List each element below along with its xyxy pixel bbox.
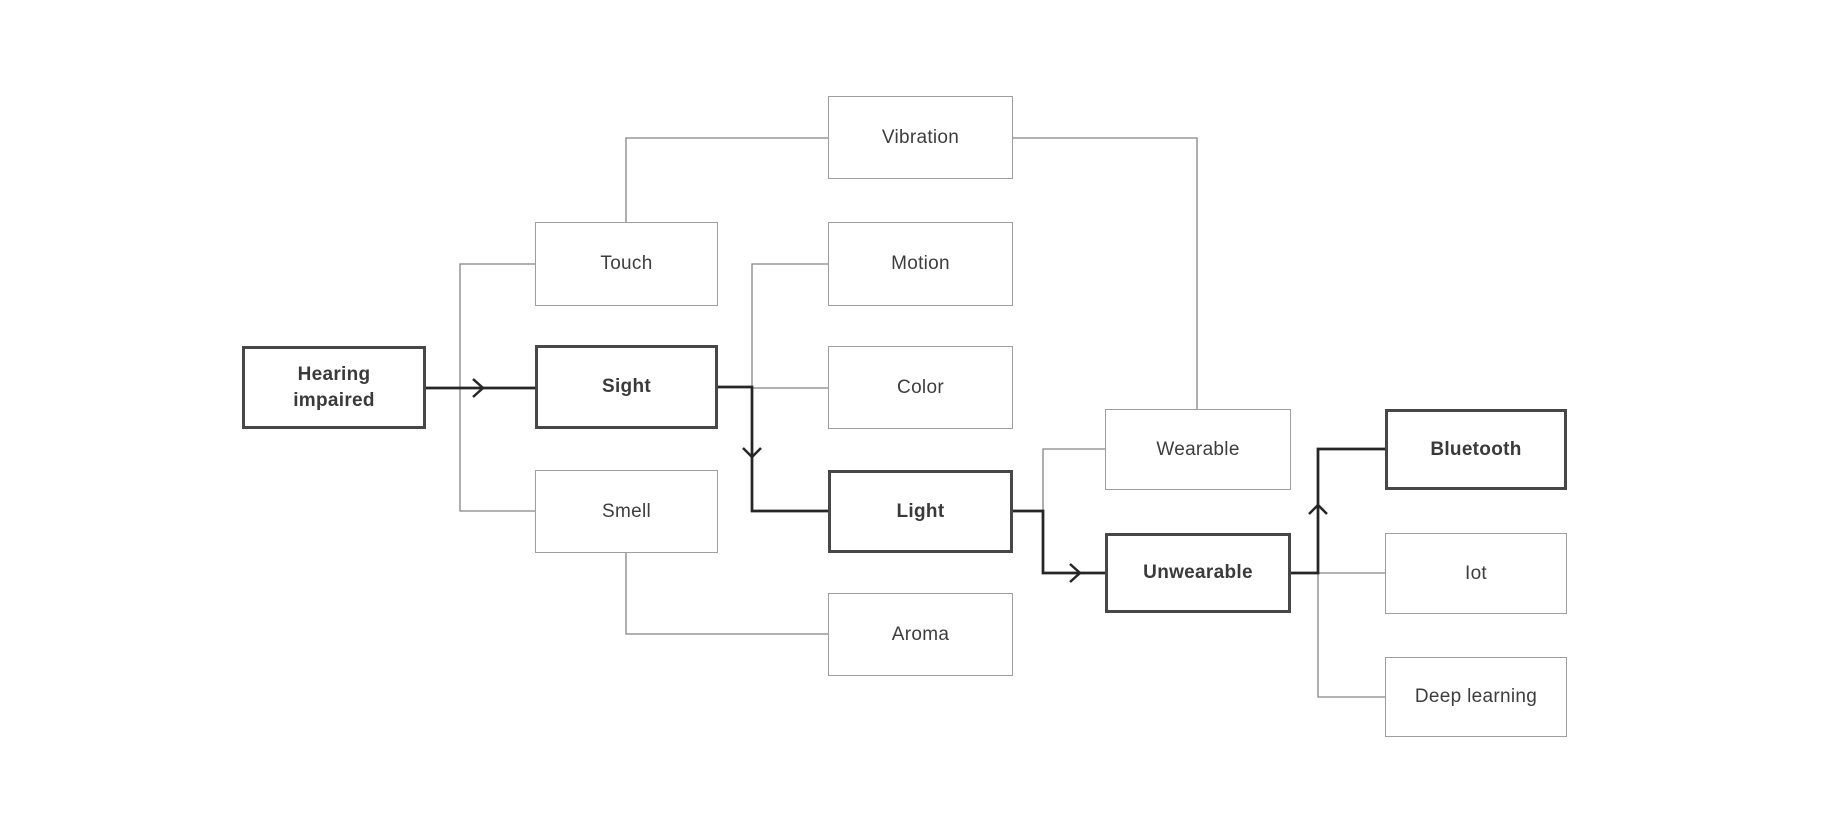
node-color[interactable]: Color bbox=[828, 346, 1013, 429]
edge-light-wearable bbox=[1042, 448, 1105, 511]
arrow-down-sight-light bbox=[742, 447, 762, 459]
node-label: Bluetooth bbox=[1430, 438, 1522, 460]
arrow-up-unwearable-bluetooth bbox=[1308, 503, 1328, 515]
node-label: Color bbox=[897, 376, 944, 398]
node-label: Sight bbox=[602, 376, 651, 398]
node-smell[interactable]: Smell bbox=[535, 470, 718, 553]
node-label: Unwearable bbox=[1143, 562, 1253, 584]
node-vibration[interactable]: Vibration bbox=[828, 96, 1013, 179]
node-label: Wearable bbox=[1156, 438, 1240, 460]
arrow-right-hearing-sight bbox=[472, 378, 485, 398]
node-touch[interactable]: Touch bbox=[535, 222, 718, 306]
node-aroma[interactable]: Aroma bbox=[828, 593, 1013, 676]
arrow-right-light-unwearable bbox=[1069, 563, 1082, 583]
node-label: Deep learning bbox=[1414, 686, 1538, 708]
node-unwearable[interactable]: Unwearable bbox=[1105, 533, 1291, 613]
node-wearable[interactable]: Wearable bbox=[1105, 409, 1291, 490]
node-light[interactable]: Light bbox=[828, 470, 1013, 553]
node-label: Motion bbox=[891, 253, 950, 275]
node-sight[interactable]: Sight bbox=[535, 345, 718, 429]
edge-unwearable-deep-learning bbox=[1317, 573, 1385, 698]
edge-touch-vibration bbox=[625, 137, 828, 222]
node-hearing-impaired[interactable]: Hearing impaired bbox=[242, 346, 426, 429]
node-label: Iot bbox=[1464, 562, 1488, 584]
node-label: Aroma bbox=[891, 623, 950, 645]
node-label: Vibration bbox=[881, 126, 960, 148]
node-label: Light bbox=[896, 500, 945, 522]
edge-unwearable-bluetooth bbox=[1290, 447, 1385, 575]
node-deep-learning[interactable]: Deep learning bbox=[1385, 657, 1567, 737]
node-iot[interactable]: Iot bbox=[1385, 533, 1567, 614]
edge-sight-light bbox=[718, 385, 828, 513]
node-bluetooth[interactable]: Bluetooth bbox=[1385, 409, 1567, 490]
edge-light-unwearable bbox=[1013, 509, 1105, 575]
node-label: Hearing impaired bbox=[293, 363, 375, 411]
edge-sight-motion bbox=[751, 263, 828, 387]
edge-smell-aroma bbox=[625, 553, 828, 635]
node-label: Smell bbox=[601, 500, 651, 522]
node-motion[interactable]: Motion bbox=[828, 222, 1013, 306]
node-label: Touch bbox=[600, 253, 653, 275]
edge-vibration-wearable bbox=[1013, 137, 1198, 409]
